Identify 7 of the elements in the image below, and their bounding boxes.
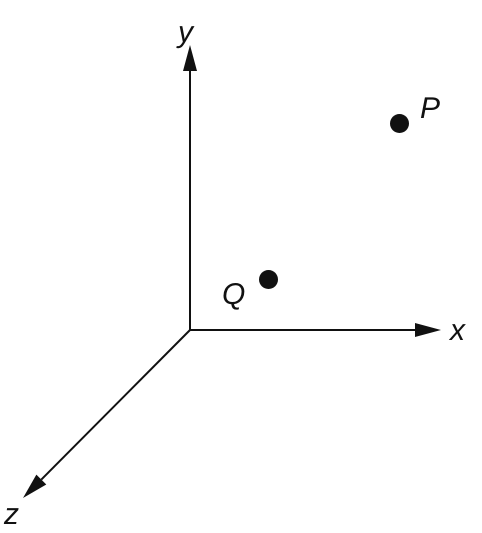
point-marker bbox=[259, 270, 278, 289]
point-marker bbox=[390, 114, 409, 133]
point-label: P bbox=[420, 94, 440, 124]
axis-label: x bbox=[450, 316, 465, 346]
axis-label: z bbox=[4, 500, 19, 530]
axis-label: y bbox=[178, 18, 193, 48]
point-label: Q bbox=[222, 280, 246, 310]
